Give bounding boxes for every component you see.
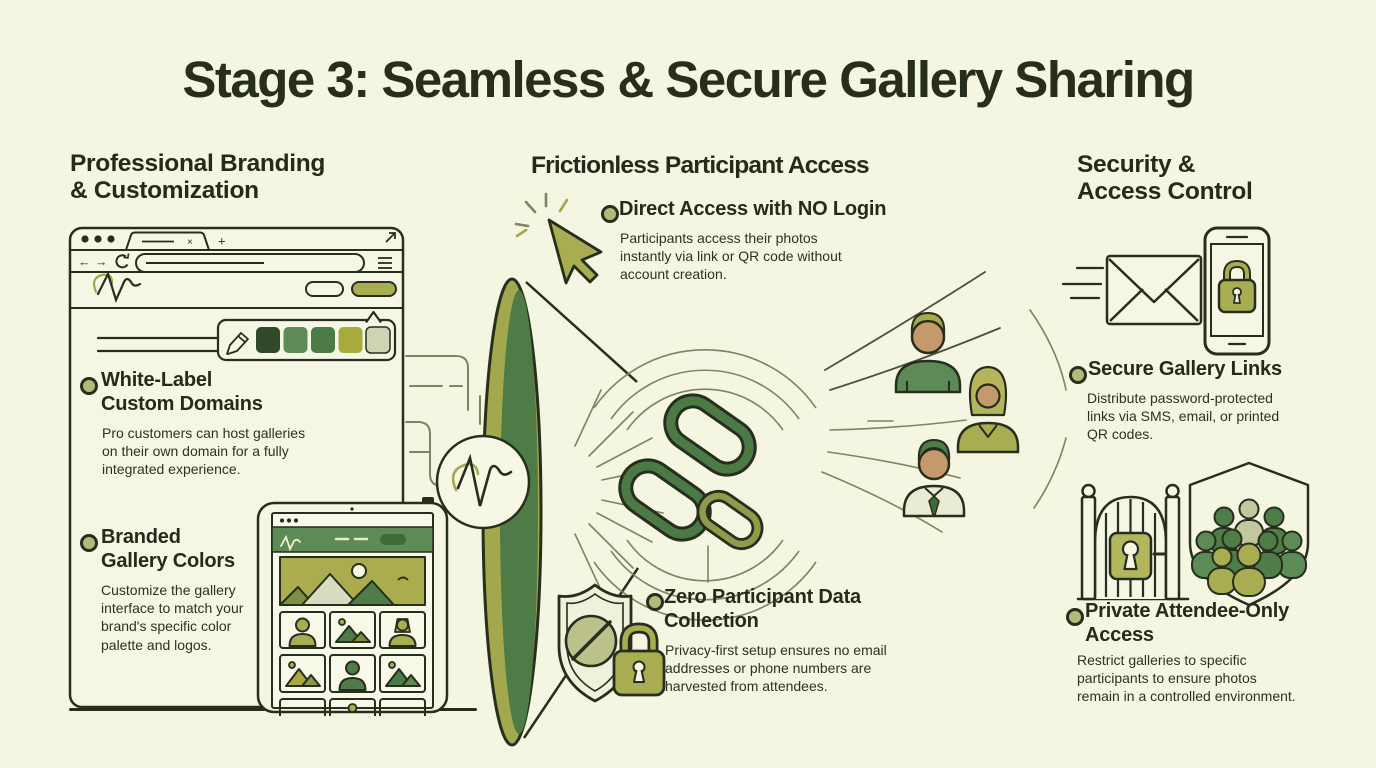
crowd-shield-outline xyxy=(1188,461,1310,607)
logo-badge xyxy=(435,434,531,530)
heading-security: Security & Access Control xyxy=(1077,151,1253,206)
tablet-frame xyxy=(256,497,449,714)
forward-icon: → xyxy=(95,255,108,269)
padlock-icon xyxy=(612,622,666,697)
bullet-title-branded-colors: Branded Gallery Colors xyxy=(101,526,235,572)
bullet-desc-white-label: Pro customers can host galleries on thei… xyxy=(102,425,306,478)
bullet-desc-zero-data: Privacy-first setup ensures no email add… xyxy=(665,642,887,695)
page-title: Stage 3: Seamless & Secure Gallery Shari… xyxy=(182,51,1195,108)
heading-access: Frictionless Participant Access xyxy=(531,152,870,179)
tablet-hero-image xyxy=(279,556,426,606)
megaphone-icon xyxy=(435,277,664,747)
audience-curves xyxy=(821,271,1067,533)
person-woman-icon xyxy=(956,365,1020,454)
person-man-tie-icon xyxy=(902,439,966,518)
tab-close-icon: × xyxy=(187,237,193,248)
bullet-dot xyxy=(80,534,98,552)
bullet-dot xyxy=(646,593,664,611)
bullet-dot xyxy=(80,377,98,395)
no-data-shield-icon xyxy=(557,583,666,703)
bullet-desc-secure-links: Distribute password-protected links via … xyxy=(1087,390,1280,443)
header-button-filled xyxy=(351,281,397,297)
bullet-title-private-access: Private Attendee-Only Access xyxy=(1085,600,1290,646)
bullet-title-direct-access: Direct Access with NO Login xyxy=(619,198,887,220)
new-tab-icon: + xyxy=(218,234,226,249)
url-bar xyxy=(135,253,365,273)
bullet-title-secure-links: Secure Gallery Links xyxy=(1088,358,1282,380)
bullet-dot xyxy=(1066,608,1084,626)
refresh-icon xyxy=(115,254,129,269)
header-button-outline xyxy=(305,281,344,297)
participants xyxy=(894,312,1020,518)
speed-lines xyxy=(1061,266,1105,300)
cursor-click-icon xyxy=(514,192,603,285)
secure-delivery-illustration xyxy=(1061,226,1271,356)
chain-link-icon xyxy=(618,393,764,551)
private-access-illustration xyxy=(1076,461,1310,607)
heading-branding: Professional Branding & Customization xyxy=(70,150,326,205)
phone-padlock-icon xyxy=(1217,259,1257,314)
gate-icon xyxy=(1076,483,1190,601)
bullet-desc-private-access: Restrict galleries to specific participa… xyxy=(1077,652,1296,705)
crowd xyxy=(1191,498,1307,597)
bullet-title-white-label: White-Label Custom Domains xyxy=(101,369,263,415)
browser-tab: × + xyxy=(125,231,396,251)
pencil-icon xyxy=(226,332,249,355)
phone-icon xyxy=(1203,226,1271,356)
tablet-logo-icon xyxy=(280,534,301,552)
expand-icon xyxy=(385,232,396,243)
broadcast-arcs xyxy=(593,349,894,621)
bullet-desc-direct-access: Participants access their photos instant… xyxy=(620,230,842,283)
palette-swatches xyxy=(256,326,391,354)
broadcast-illustration xyxy=(405,192,1067,747)
color-palette-popup xyxy=(216,310,397,362)
brand-logo-icon xyxy=(92,271,142,304)
bullet-title-zero-data: Zero Participant Data Collection xyxy=(664,586,861,632)
envelope-icon xyxy=(1105,254,1203,326)
tablet-photo-grid xyxy=(279,611,426,716)
menu-icon xyxy=(378,257,392,269)
bullet-dot xyxy=(1069,366,1087,384)
tablet-nav-button xyxy=(380,534,406,545)
bullet-dot xyxy=(601,205,619,223)
browser-header xyxy=(70,271,403,309)
back-icon: ← xyxy=(78,255,91,269)
tablet-navbar xyxy=(271,526,434,553)
bullet-desc-branded-colors: Customize the gallery interface to match… xyxy=(101,582,244,653)
browser-navbar: ← → xyxy=(70,253,403,273)
tablet-gallery-illustration xyxy=(256,497,449,716)
person-man-icon xyxy=(894,312,962,394)
